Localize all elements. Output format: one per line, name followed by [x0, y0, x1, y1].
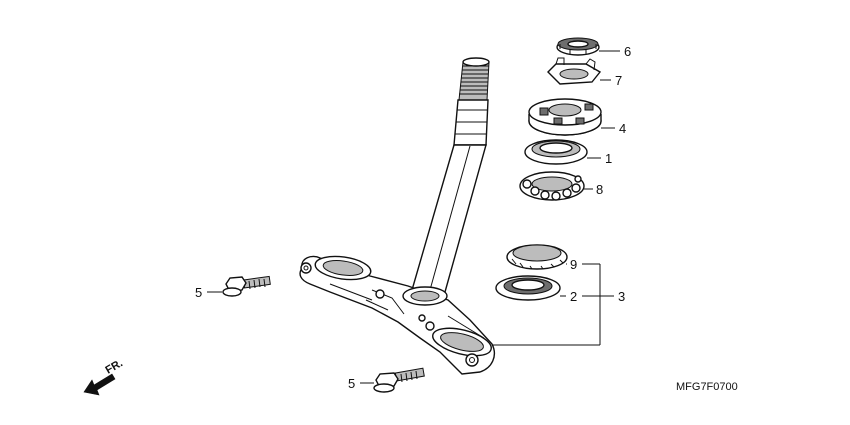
- callout-2: 2: [570, 289, 577, 304]
- flange-bolt-lower: [373, 367, 425, 393]
- callout-5-lower: 5: [348, 376, 355, 391]
- callout-5-upper: 5: [195, 285, 202, 300]
- callout-7: 7: [615, 73, 622, 88]
- front-label: FR.: [104, 357, 125, 376]
- callout-4: 4: [619, 121, 626, 136]
- callout-1: 1: [605, 151, 612, 166]
- lower-outer-race: [495, 275, 561, 301]
- leader-lines: [207, 50, 620, 384]
- callout-9: 9: [570, 257, 577, 272]
- flange-bolt-upper: [222, 275, 271, 297]
- steering-stem-shaft: [411, 57, 490, 293]
- bottom-bridge: [299, 255, 496, 375]
- callout-6: 6: [624, 44, 631, 59]
- lock-washer: [547, 57, 602, 85]
- lower-bearing: [506, 244, 568, 270]
- upper-bearing: [519, 171, 585, 201]
- diagram-code: MFG7F0700: [676, 381, 738, 393]
- front-arrow-icon: FR.: [83, 357, 125, 396]
- upper-outer-race: [524, 139, 588, 165]
- callout-8: 8: [596, 182, 603, 197]
- stem-adjusting-nut: [528, 98, 602, 136]
- callout-3: 3: [618, 289, 625, 304]
- stem-lock-nut: [556, 37, 600, 56]
